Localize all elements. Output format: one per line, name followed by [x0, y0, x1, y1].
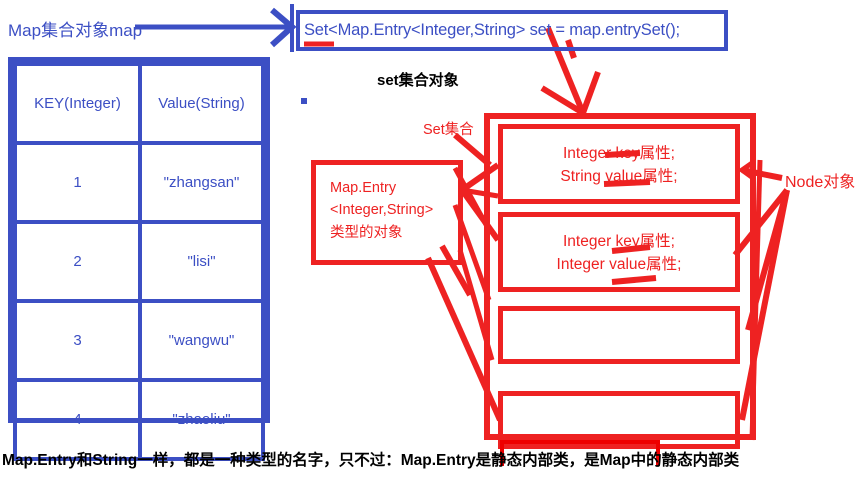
set-container-box	[484, 113, 756, 440]
table-cell-value: "zhaoliu"	[138, 378, 265, 461]
table-cell-key: 1	[12, 141, 143, 224]
table-row: 3 "wangwu"	[12, 299, 265, 382]
table-cell-value: "zhangsan"	[138, 141, 265, 224]
table-header-row: KEY(Integer) Value(String)	[12, 62, 265, 145]
node-value-line: String value属性;	[560, 168, 678, 186]
table-header-value: Value(String)	[138, 62, 265, 145]
caption-highlight-box	[500, 440, 660, 466]
table-header-key: KEY(Integer)	[12, 62, 143, 145]
map-table: KEY(Integer) Value(String) 1 "zhangsan" …	[8, 57, 270, 461]
map-object-label: Map集合对象map	[8, 21, 143, 40]
node-object-label: Node对象	[785, 174, 856, 191]
set-collection-label: Set集合	[423, 122, 474, 138]
table-cell-key: 2	[12, 220, 143, 303]
node-box	[498, 306, 740, 364]
bottom-caption: Map.Entry和String一样，都是一种类型的名字，只不过：Map.Ent…	[2, 452, 740, 469]
map-entry-line2: <Integer,String>	[330, 202, 434, 219]
table-row: 4 "zhaoliu"	[12, 378, 265, 461]
table-row: 2 "lisi"	[12, 220, 265, 303]
map-to-code-arrow	[135, 4, 297, 52]
code-box: Set<Map.Entry<Integer,String> set = map.…	[296, 10, 728, 51]
node-box: Integer key属性; String value属性;	[498, 124, 740, 204]
table-row: 1 "zhangsan"	[12, 141, 265, 224]
node-key-line: Integer key属性;	[563, 233, 675, 250]
blue-dot-marker	[301, 98, 307, 104]
map-entry-line1: Map.Entry	[330, 180, 397, 196]
map-entry-type-box: Map.Entry <Integer,String> 类型的对象	[311, 160, 463, 265]
table-cell-key: 4	[12, 378, 143, 461]
node-key-line: Integer key属性;	[563, 145, 675, 162]
node-box	[498, 391, 740, 449]
table-cell-value: "lisi"	[138, 220, 265, 303]
table-cell-value: "wangwu"	[138, 299, 265, 382]
node-value-line: Integer value属性;	[556, 256, 682, 274]
table-cell-key: 3	[12, 299, 143, 382]
node-box: Integer key属性; Integer value属性;	[498, 212, 740, 292]
set-object-heading: set集合对象	[377, 72, 459, 89]
code-text: Set<Map.Entry<Integer,String> set = map.…	[304, 21, 680, 39]
map-entry-line3: 类型的对象	[330, 224, 403, 241]
